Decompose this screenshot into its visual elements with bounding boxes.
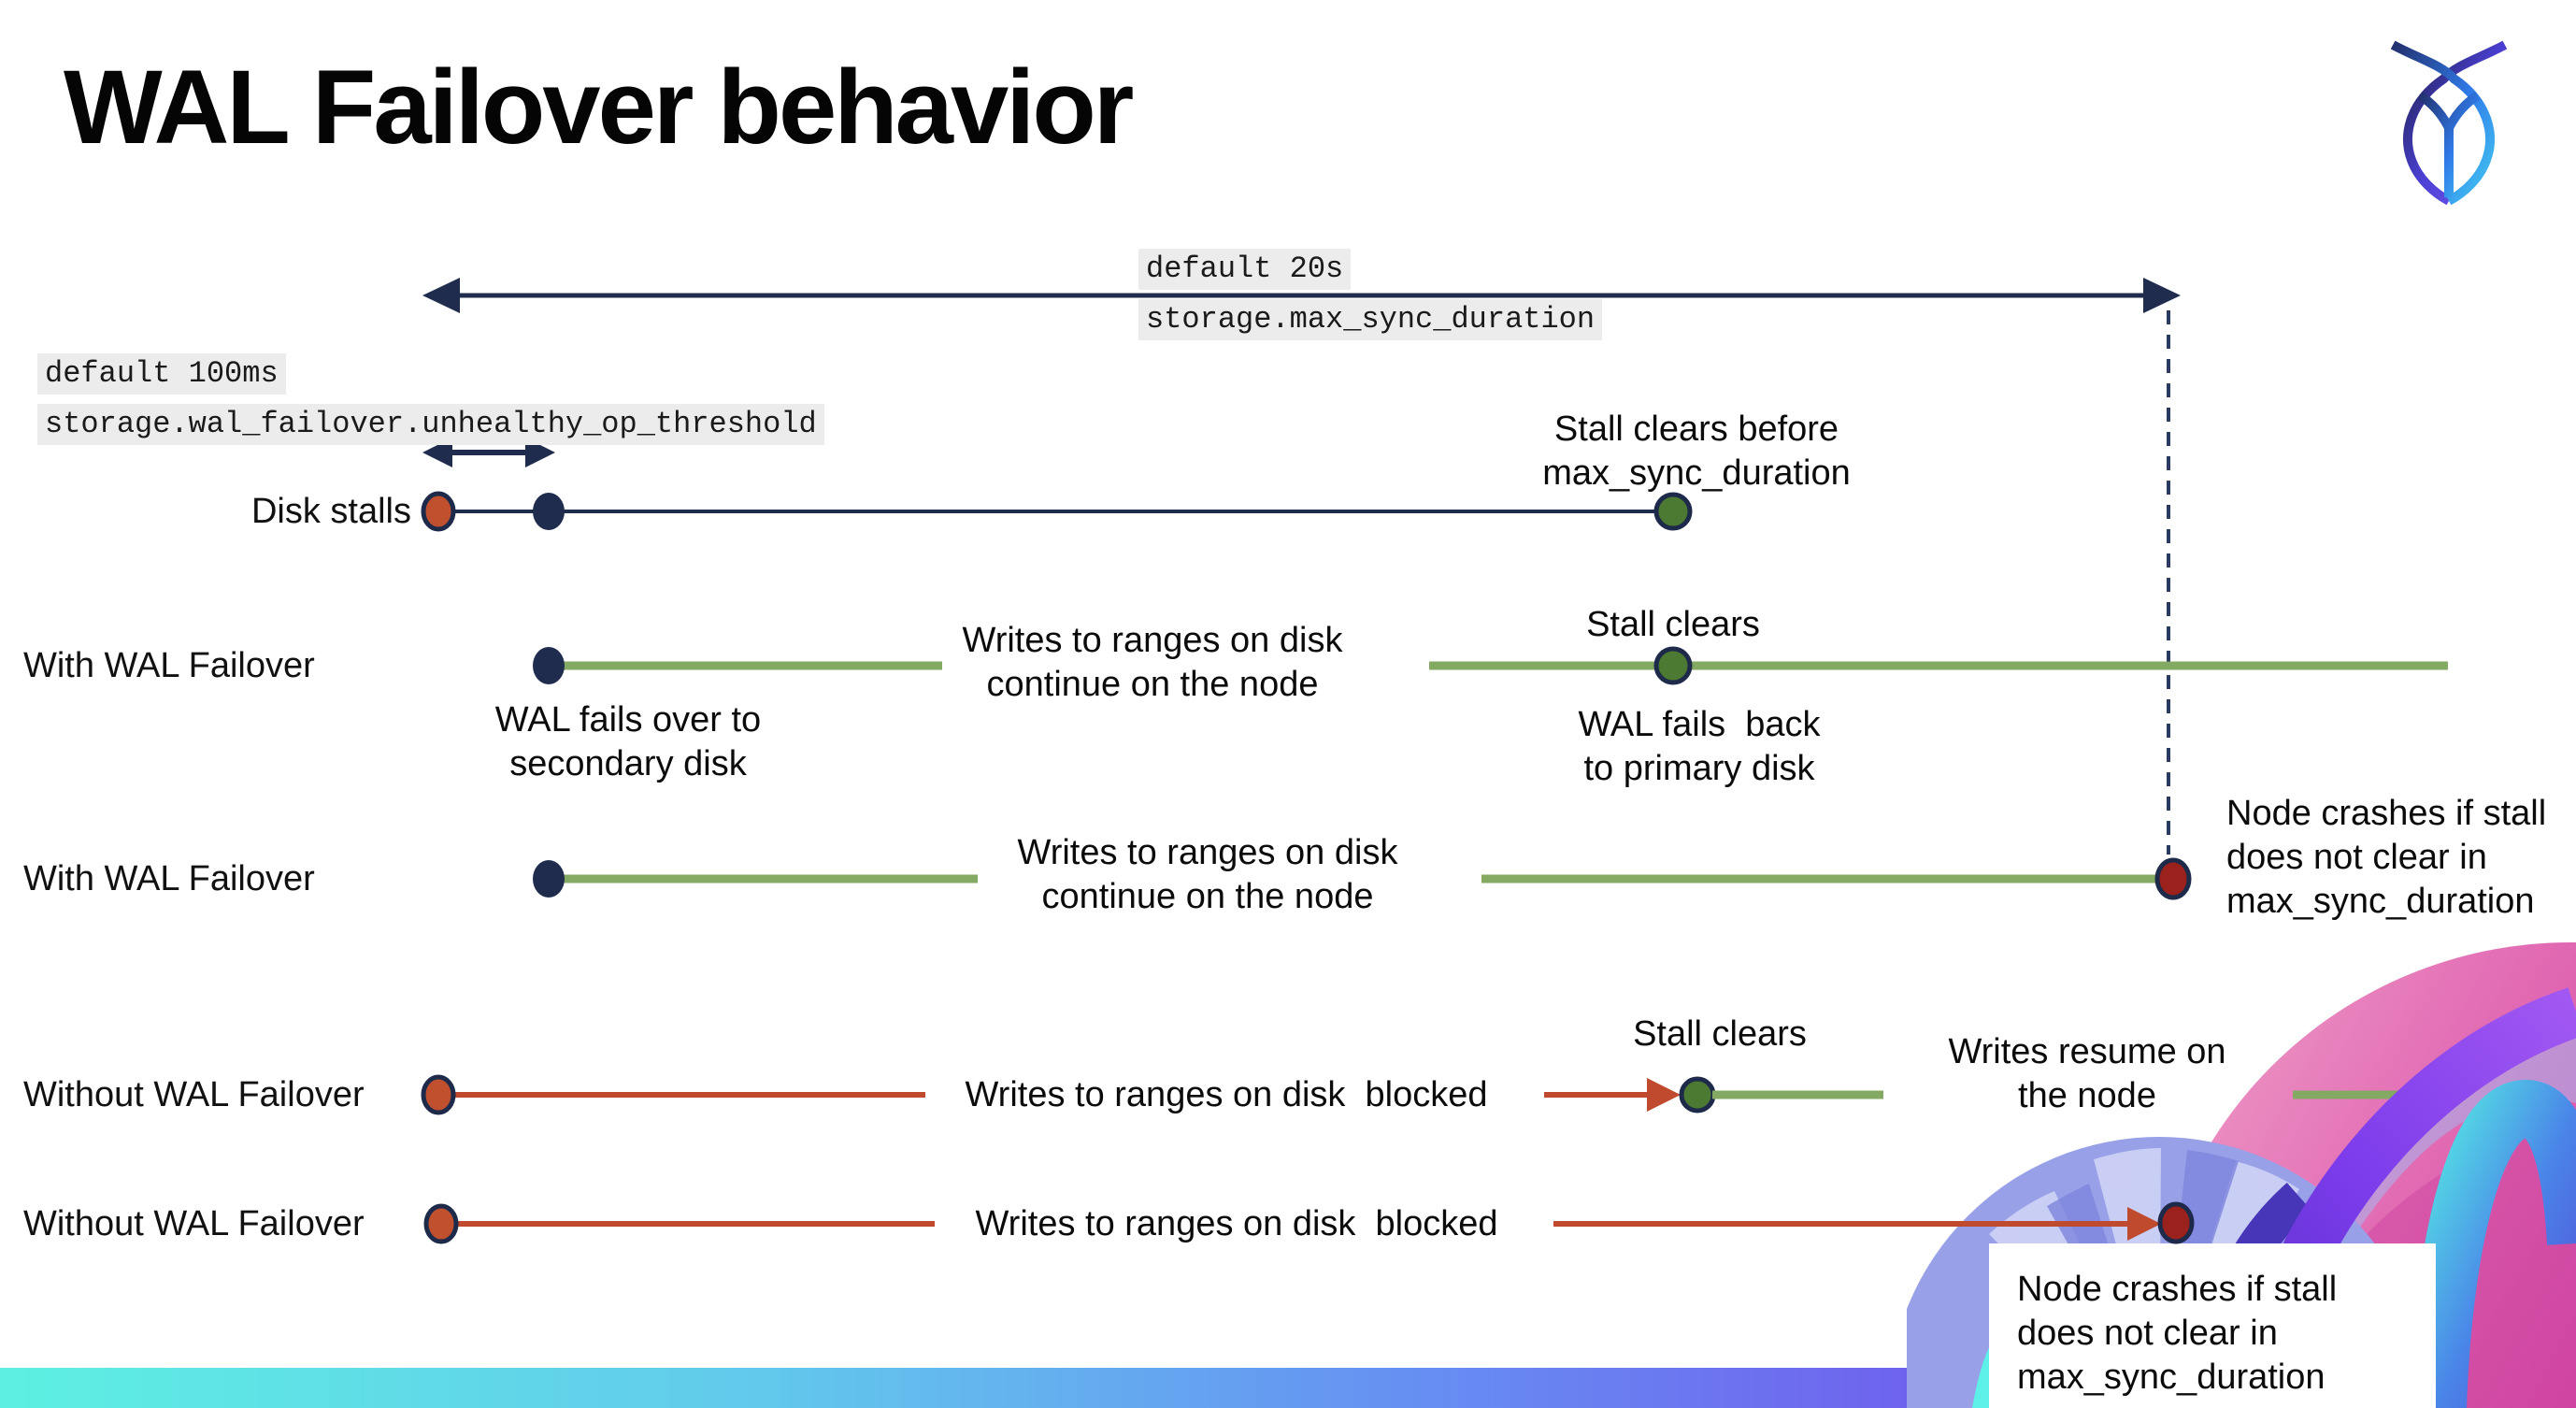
threshold-setting-name: storage.wal_failover.unhealthy_op_thresh… <box>37 404 824 445</box>
row-label-with-failover-1: With WAL Failover <box>23 646 315 685</box>
failover-dot <box>533 860 565 898</box>
row-label-with-failover-2: With WAL Failover <box>23 859 315 898</box>
blue-swoosh <box>2318 1027 2576 1234</box>
stall-clear-dot <box>1653 492 1693 531</box>
annotation-writes-resume: Writes resume on the node <box>1948 1032 2226 1115</box>
annotation-writes-blocked-1: Writes to ranges on disk blocked <box>965 1075 1488 1114</box>
max-sync-default-value: default 20s <box>1138 249 1352 290</box>
node-crash-callout-box <box>1989 1243 2436 1408</box>
annotation-wal-fails-back: WAL fails back to primary disk <box>1578 705 1821 788</box>
annotation-writes-continue-2: Writes to ranges on disk continue on the… <box>1017 833 1398 916</box>
annotation-stall-clears-before: Stall clears before max_sync_duration <box>1542 409 1851 493</box>
timeline-disk-stalls <box>421 491 1693 532</box>
stall-start-dot <box>423 1203 459 1244</box>
threshold-dot <box>533 493 565 530</box>
failover-dot <box>533 647 565 684</box>
annotation-writes-continue-1: Writes to ranges on disk continue on the… <box>962 621 1343 704</box>
threshold-default-value: default 100ms <box>37 353 286 395</box>
crash-dot <box>2154 857 2192 900</box>
annotation-wal-fails-over: WAL fails over to secondary disk <box>494 700 762 783</box>
max-sync-setting-name: storage.max_sync_duration <box>1138 299 1603 340</box>
annotation-stall-clears-1: Stall clears <box>1586 605 1760 644</box>
row-label-without-failover-2: Without WAL Failover <box>23 1204 365 1243</box>
unhealthy-op-threshold-label: default 100ms storage.wal_failover.unhea… <box>37 353 824 445</box>
stall-clear-dot <box>1679 1076 1716 1113</box>
label-gap <box>1138 290 1602 299</box>
annotation-node-crashes-1: Node crashes if stall does not clear in … <box>2226 794 2547 921</box>
failback-dot <box>1653 646 1693 685</box>
row-label-without-failover-1: Without WAL Failover <box>23 1075 365 1114</box>
timeline-with-failover-clears <box>533 646 2448 685</box>
annotation-writes-blocked-2: Writes to ranges on disk blocked <box>975 1204 1498 1243</box>
page-title: WAL Failover behavior <box>64 49 1134 165</box>
annotation-node-crashes-2: Node crashes if stall does not clear in … <box>2017 1270 2338 1397</box>
stall-start-dot <box>421 491 456 532</box>
stall-start-dot <box>421 1074 456 1115</box>
cyan-arch <box>2409 1080 2576 1408</box>
cockroachdb-logo-icon <box>2390 40 2508 206</box>
annotation-stall-clears-2: Stall clears <box>1633 1014 1807 1054</box>
max-sync-duration-label: default 20s storage.max_sync_duration <box>1138 249 1603 340</box>
label-gap <box>37 395 824 404</box>
row-label-disk-stalls: Disk stalls <box>250 492 411 531</box>
